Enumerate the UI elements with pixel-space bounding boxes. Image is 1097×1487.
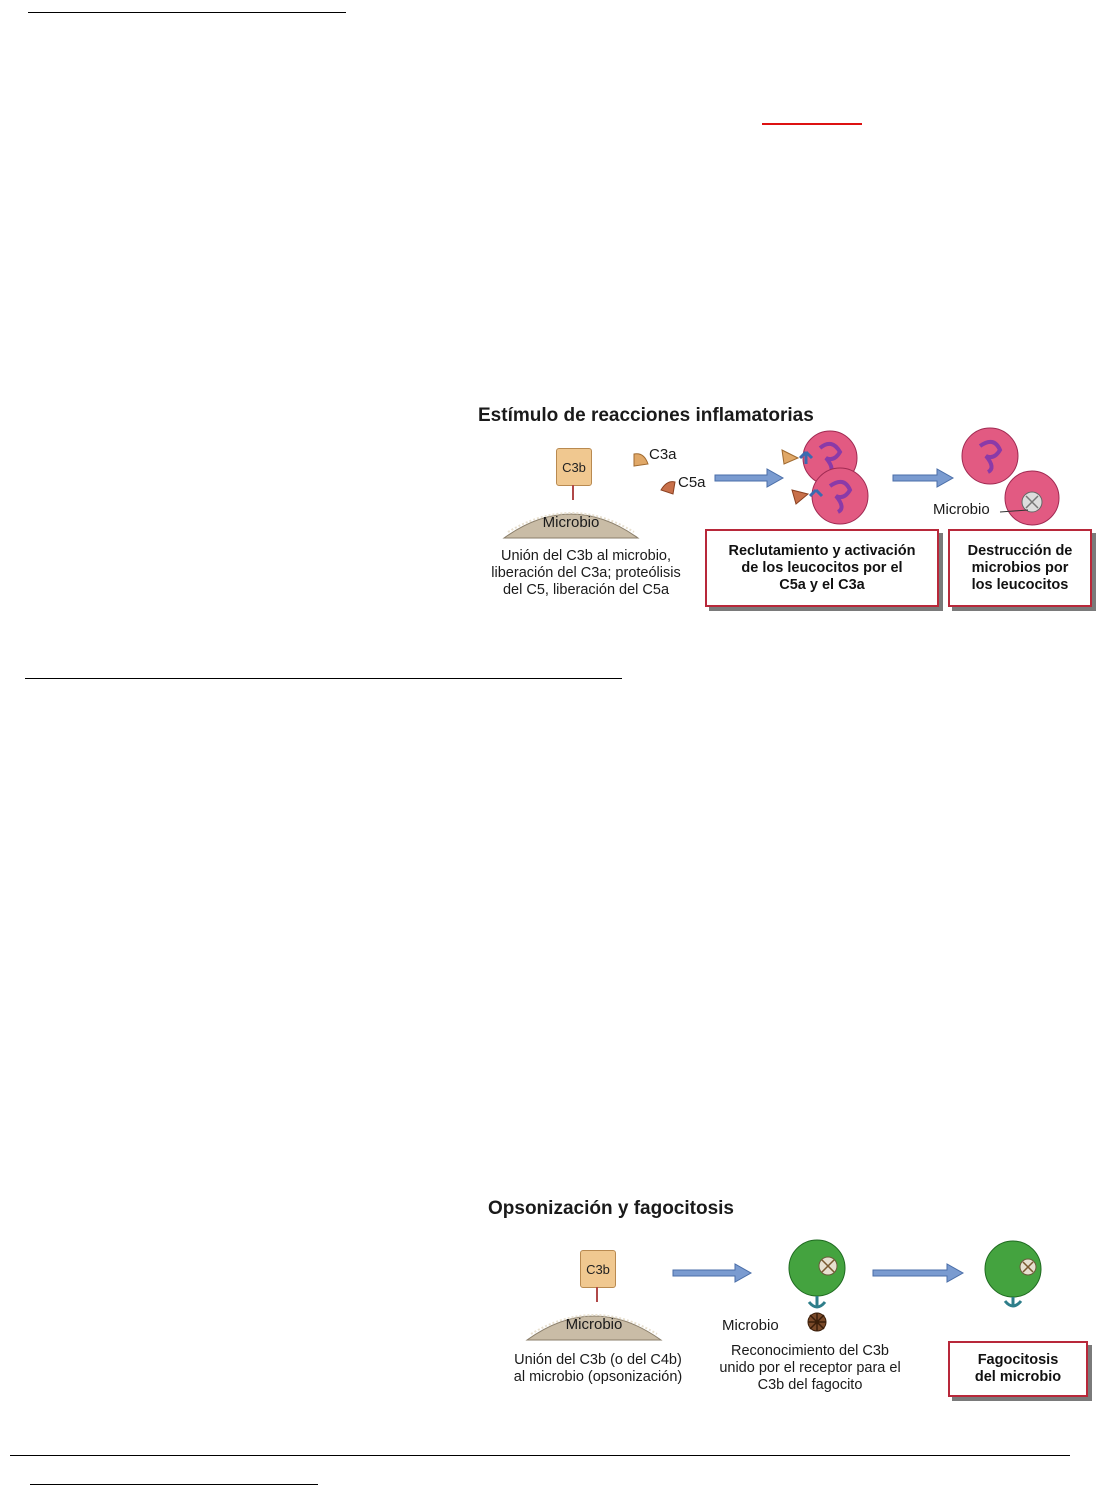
c3b-label: C3b — [586, 1261, 610, 1277]
heading-underline-bottom — [30, 1484, 318, 1485]
box-line: Reclutamiento y activación — [728, 542, 916, 559]
caption-line: del C5, liberación del C5a — [502, 582, 670, 598]
microbe-surface: Microbio — [525, 1296, 663, 1342]
c3b-fragment: C3b — [580, 1250, 616, 1288]
arrow-right-icon — [672, 1263, 753, 1283]
box-line: microbios por — [971, 559, 1069, 576]
box-microbe-destruction: Destrucción de microbios por los leucoci… — [948, 529, 1092, 607]
phagocyte-engulfed-icon — [984, 1240, 1042, 1308]
caption-line: Unión del C3b (o del C4b) — [514, 1352, 682, 1368]
arrow-right-icon — [714, 468, 785, 488]
microbe-surface-shape — [525, 1314, 663, 1341]
microbe-surface: Microbio — [502, 494, 640, 540]
box-line: Destrucción de — [967, 542, 1073, 559]
leukocyte-pair-icon — [781, 430, 869, 525]
figure2-caption-left: Unión del C3b (o del C4b) al microbio (o… — [492, 1352, 704, 1386]
heading-underline-middle — [25, 678, 622, 679]
microbe-label: Microbio — [542, 514, 600, 531]
caption-line: unido por el receptor para el — [719, 1360, 901, 1376]
box-phagocytosis: Fagocitosis del microbio — [948, 1341, 1088, 1397]
figure1-title: Estímulo de reacciones inflamatorias — [478, 405, 814, 426]
box-line: Fagocitosis — [977, 1352, 1059, 1368]
heading-underline-top — [28, 12, 346, 13]
arrow-right-icon — [892, 468, 955, 488]
figure2-caption-middle: Reconocimiento del C3b unido por el rece… — [698, 1343, 922, 1394]
caption-line: liberación del C3a; proteólisis — [491, 565, 681, 581]
c3a-fragment-icon — [633, 453, 649, 467]
caption-line: al microbio (opsonización) — [513, 1369, 683, 1385]
box-line: de los leucocitos por el — [741, 559, 903, 576]
c3b-fragment: C3b — [556, 448, 592, 486]
figure1-caption: Unión del C3b al microbio, liberación de… — [472, 548, 700, 599]
section-divider-bottom — [10, 1455, 1070, 1456]
figure2-title: Opsonización y fagocitosis — [488, 1198, 734, 1219]
c5a-label: C5a — [678, 474, 706, 491]
c5a-fragment-icon — [660, 481, 676, 495]
microbe-label: Microbio — [565, 1316, 623, 1333]
c3b-stalk — [572, 485, 574, 500]
pointer-line — [999, 509, 1029, 513]
red-underline-mark — [762, 123, 862, 125]
c3b-label: C3b — [562, 459, 586, 475]
box-leukocyte-recruitment: Reclutamiento y activación de los leucoc… — [705, 529, 939, 607]
c3a-label: C3a — [649, 446, 677, 463]
box-line: del microbio — [974, 1369, 1062, 1385]
box-line: C5a y el C3a — [779, 576, 865, 593]
phagocyte-recognition-icon — [788, 1239, 846, 1332]
microbe-pointer-label: Microbio — [722, 1317, 779, 1334]
box-line: los leucocitos — [971, 576, 1069, 593]
microbe-pointer-label: Microbio — [933, 501, 990, 518]
caption-line: C3b del fagocito — [757, 1377, 863, 1393]
c3b-stalk — [596, 1287, 598, 1302]
caption-line: Unión del C3b al microbio, — [500, 548, 672, 564]
arrow-right-icon — [872, 1263, 965, 1283]
caption-line: Reconocimiento del C3b — [731, 1343, 889, 1359]
leukocyte-destruction-icon — [961, 427, 1060, 526]
microbe-surface-shape — [502, 512, 640, 539]
